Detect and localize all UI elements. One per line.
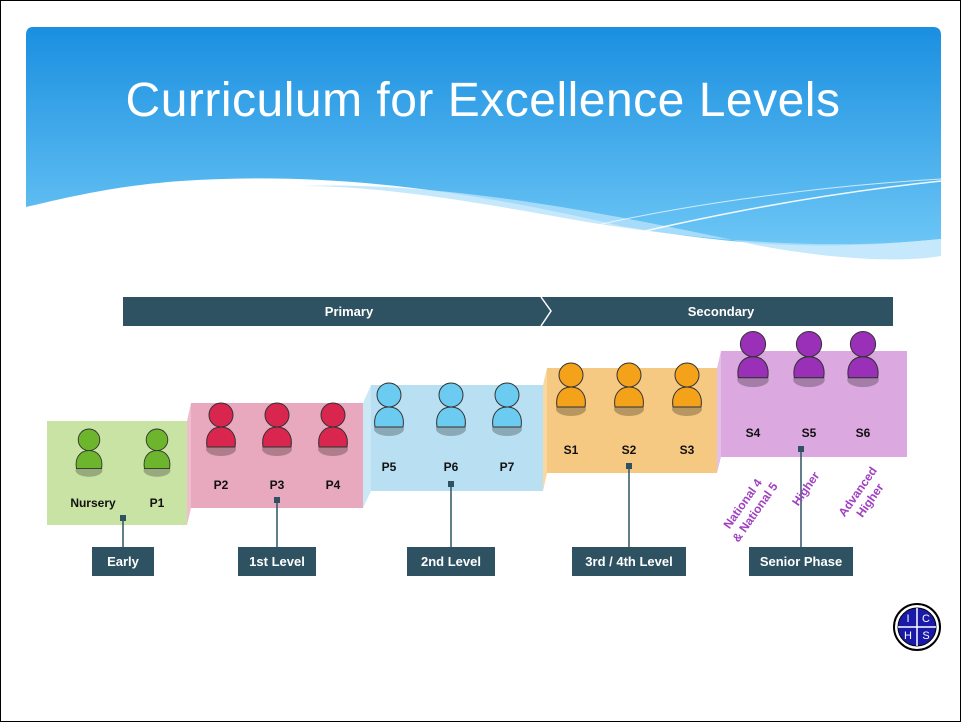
level-connector-dot <box>120 515 126 521</box>
pupil-figure-icon <box>143 428 171 477</box>
level-badge-senior <box>749 547 853 576</box>
pupil-stage-label: P7 <box>500 460 515 474</box>
phase-primary-label: Primary <box>325 304 374 319</box>
phase-bar <box>123 297 893 326</box>
logo-letter: H <box>904 630 912 642</box>
pupil-figure-icon <box>672 362 702 416</box>
pupil-stage-label: P1 <box>150 496 165 510</box>
banner-wave <box>301 185 941 260</box>
banner-shape <box>26 27 941 246</box>
pupil-stage-label: Nursery <box>70 496 116 510</box>
level-connector-dot <box>274 497 280 503</box>
pupil-figure-icon <box>556 362 586 416</box>
level-badge-third <box>572 547 686 576</box>
level-badge-label: 2nd Level <box>421 554 481 569</box>
phase-divider <box>540 296 552 327</box>
logo-letter: I <box>906 613 909 625</box>
school-logo: I C H S <box>893 603 941 651</box>
pupil-stage-label: P3 <box>270 478 285 492</box>
pupil-figure-icon <box>492 382 522 436</box>
pupil-figures: Nursery P1 P2 P3 P4 P5 P6 P7 S1 S2 S3 S4 S5 S6 <box>70 330 879 510</box>
level-connector-dot <box>448 481 454 487</box>
level-badge-second <box>407 547 495 576</box>
pupil-stage-label: P2 <box>214 478 229 492</box>
pupil-figure-icon <box>262 402 292 456</box>
stage-riser <box>187 403 191 525</box>
stage-riser <box>543 368 547 491</box>
pupil-stage-label: S2 <box>622 443 637 457</box>
pupil-stage-label: P6 <box>444 460 459 474</box>
pupil-figure-icon <box>737 330 769 388</box>
pupil-figure-icon <box>793 330 825 388</box>
pupil-stage-label: S3 <box>680 443 695 457</box>
level-connectors: Early 1st Level 2nd Level 3rd / 4th Level Se… <box>92 446 853 576</box>
qualification-national: National 4 & National 5 <box>721 476 781 545</box>
stage-riser <box>717 351 721 473</box>
pupil-figure-icon <box>374 382 404 436</box>
stage-steps <box>47 351 907 525</box>
slide-title: Curriculum for Excellence Levels <box>125 74 841 127</box>
stage-riser <box>363 385 371 508</box>
banner-wave-line <box>560 180 942 252</box>
pupil-stage-label: P5 <box>382 460 397 474</box>
pupil-stage-label: S6 <box>856 426 871 440</box>
pupil-stage-label: S1 <box>564 443 579 457</box>
level-badge-label: 1st Level <box>249 554 305 569</box>
pupil-figure-icon <box>318 402 348 456</box>
pupil-figure-icon <box>847 330 879 388</box>
level-badge-first <box>238 547 316 576</box>
level-badge-early <box>92 547 154 576</box>
qualification-higher-label: Higher <box>789 469 822 508</box>
logo-letter: S <box>922 630 929 642</box>
level-badge-label: Early <box>107 554 140 569</box>
level-badge-label: Senior Phase <box>760 554 842 569</box>
level-badge-label: 3rd / 4th Level <box>585 554 672 569</box>
qualification-higher: Higher <box>789 469 822 508</box>
level-connector-dot <box>626 463 632 469</box>
pupil-figure-icon <box>614 362 644 416</box>
pupil-figure-icon <box>75 428 103 477</box>
pupil-stage-label: S5 <box>802 426 817 440</box>
pupil-figure-icon <box>436 382 466 436</box>
pupil-stage-label: S4 <box>746 426 761 440</box>
pupil-figure-icon <box>206 402 236 456</box>
phase-secondary-label: Secondary <box>688 304 755 319</box>
banner-wave-line <box>540 178 942 240</box>
pupil-stage-label: P4 <box>326 478 341 492</box>
logo-letter: C <box>922 613 930 625</box>
title-banner <box>26 27 942 260</box>
qualification-advanced-higher: Advanced Higher <box>836 464 887 520</box>
level-connector-dot <box>798 446 804 452</box>
